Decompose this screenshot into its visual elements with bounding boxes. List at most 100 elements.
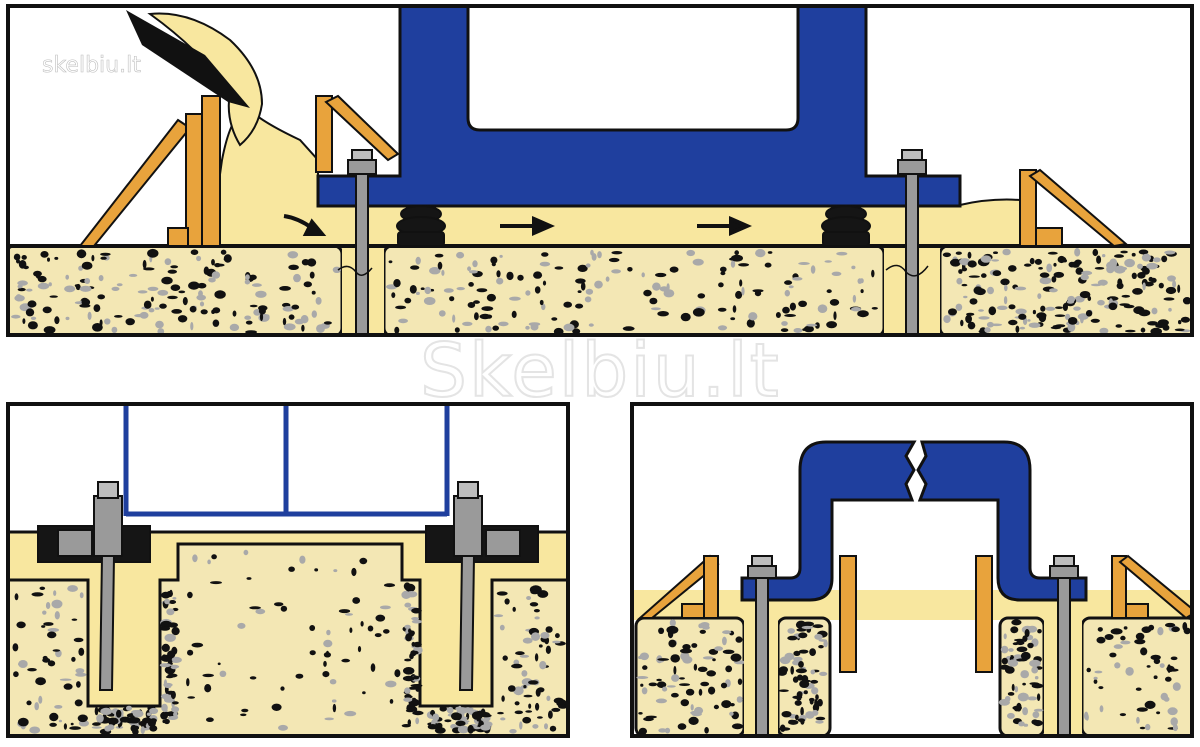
aggregate-stone [1096, 255, 1102, 264]
aggregate-stone [37, 282, 50, 290]
aggregate-stone [692, 308, 705, 317]
aggregate-stone [357, 646, 362, 653]
aggregate-stone [167, 673, 178, 678]
aggregate-stone [212, 307, 221, 314]
aggregate-stone [74, 699, 83, 707]
aggregate-stone [167, 295, 178, 300]
aggregate-stone [1027, 642, 1034, 649]
aggregate-stone [404, 658, 412, 662]
aggregate-stone [731, 254, 743, 262]
aggregate-stone [412, 675, 420, 680]
aggregate-stone [411, 619, 422, 624]
aggregate-stone [402, 675, 415, 682]
aggregate-stone [627, 267, 633, 272]
aggregate-stone [404, 624, 411, 630]
aggregate-stone [208, 277, 216, 283]
aggregate-stone [1119, 303, 1130, 306]
aggregate-stone [1140, 327, 1146, 333]
aggregate-stone [1115, 324, 1123, 328]
aggregate-stone [65, 274, 69, 280]
aggregate-stone [826, 321, 837, 329]
aggregate-stone [125, 318, 135, 326]
aggregate-stone [77, 714, 88, 723]
aggregate-stone [943, 315, 951, 324]
aggregate-stone [27, 300, 37, 308]
aggregate-stone [1092, 248, 1099, 257]
aggregate-stone [132, 725, 140, 731]
aggregate-stone [100, 707, 113, 716]
aggregate-stone [333, 569, 338, 573]
aggregate-stone [100, 252, 111, 256]
aggregate-stone [798, 632, 808, 639]
aggregate-stone [1008, 304, 1016, 310]
aggregate-stone [111, 326, 118, 334]
aggregate-stone [1167, 275, 1176, 282]
aggregate-stone [857, 310, 869, 318]
aggregate-stone [1004, 695, 1011, 702]
aggregate-stone [1016, 646, 1028, 653]
aggregate-stone [79, 304, 91, 308]
aggregate-stone [1171, 626, 1180, 633]
aggregate-stone [594, 280, 603, 289]
aggregate-stone [823, 639, 828, 648]
aggregate-stone [186, 678, 190, 687]
aggregate-stone [58, 719, 63, 723]
aggregate-stone [43, 326, 56, 334]
aggregate-stone [249, 606, 261, 610]
aggregate-stone [114, 315, 123, 318]
aggregate-stone [97, 294, 105, 300]
aggregate-stone [437, 261, 443, 270]
aggregate-stone [1097, 279, 1108, 286]
aggregate-stone [1079, 291, 1091, 299]
aggregate-stone [1034, 258, 1042, 265]
aggregate-stone [656, 681, 667, 688]
aggregate-stone [300, 315, 309, 324]
aggregate-stone [1136, 716, 1140, 724]
aggregate-stone [1061, 256, 1066, 263]
aggregate-stone [752, 289, 764, 293]
aggregate-stone [788, 719, 799, 725]
aggregate-stone [443, 288, 454, 293]
aggregate-stone [826, 289, 832, 294]
aggregate-stone [147, 248, 159, 258]
aggregate-stone [191, 642, 204, 648]
aggregate-stone [38, 695, 43, 704]
aggregate-stone [1132, 288, 1143, 295]
aggregate-stone [519, 654, 530, 658]
aggregate-stone [214, 263, 221, 268]
aggregate-stone [558, 704, 568, 709]
aggregate-stone [71, 656, 76, 662]
aggregate-stone [667, 685, 676, 688]
aggregate-stone [27, 668, 37, 672]
aggregate-stone [164, 633, 176, 642]
aggregate-stone [1137, 263, 1143, 269]
aggregate-stone [1174, 328, 1185, 332]
aggregate-stone [473, 300, 480, 304]
aggregate-stone [155, 320, 164, 329]
aggregate-stone [1053, 271, 1065, 278]
aggregate-stone [1011, 683, 1015, 692]
aggregate-stone [1170, 656, 1178, 661]
aggregate-stone [611, 251, 623, 255]
aggregate-stone [1159, 663, 1165, 668]
aggregate-stone [739, 279, 743, 287]
bottom-left-border [6, 402, 570, 738]
aggregate-stone [39, 586, 46, 590]
aggregate-stone [1027, 696, 1038, 701]
aggregate-stone [746, 319, 755, 328]
aggregate-stone [149, 707, 159, 715]
aggregate-stone [170, 284, 181, 292]
aggregate-stone [554, 266, 564, 270]
formwork-mid-left [315, 94, 400, 173]
aggregate-stone [1131, 272, 1137, 279]
aggregate-stone [26, 288, 33, 292]
aggregate-stone [639, 652, 650, 661]
aggregate-stone [251, 283, 262, 287]
aggregate-stone [410, 265, 420, 270]
aggregate-stone [37, 275, 47, 283]
aggregate-stone [735, 290, 743, 299]
aggregate-stone [149, 725, 158, 732]
aggregate-stone [831, 271, 842, 276]
aggregate-top [11, 247, 1192, 335]
aggregate-stone [13, 253, 21, 261]
